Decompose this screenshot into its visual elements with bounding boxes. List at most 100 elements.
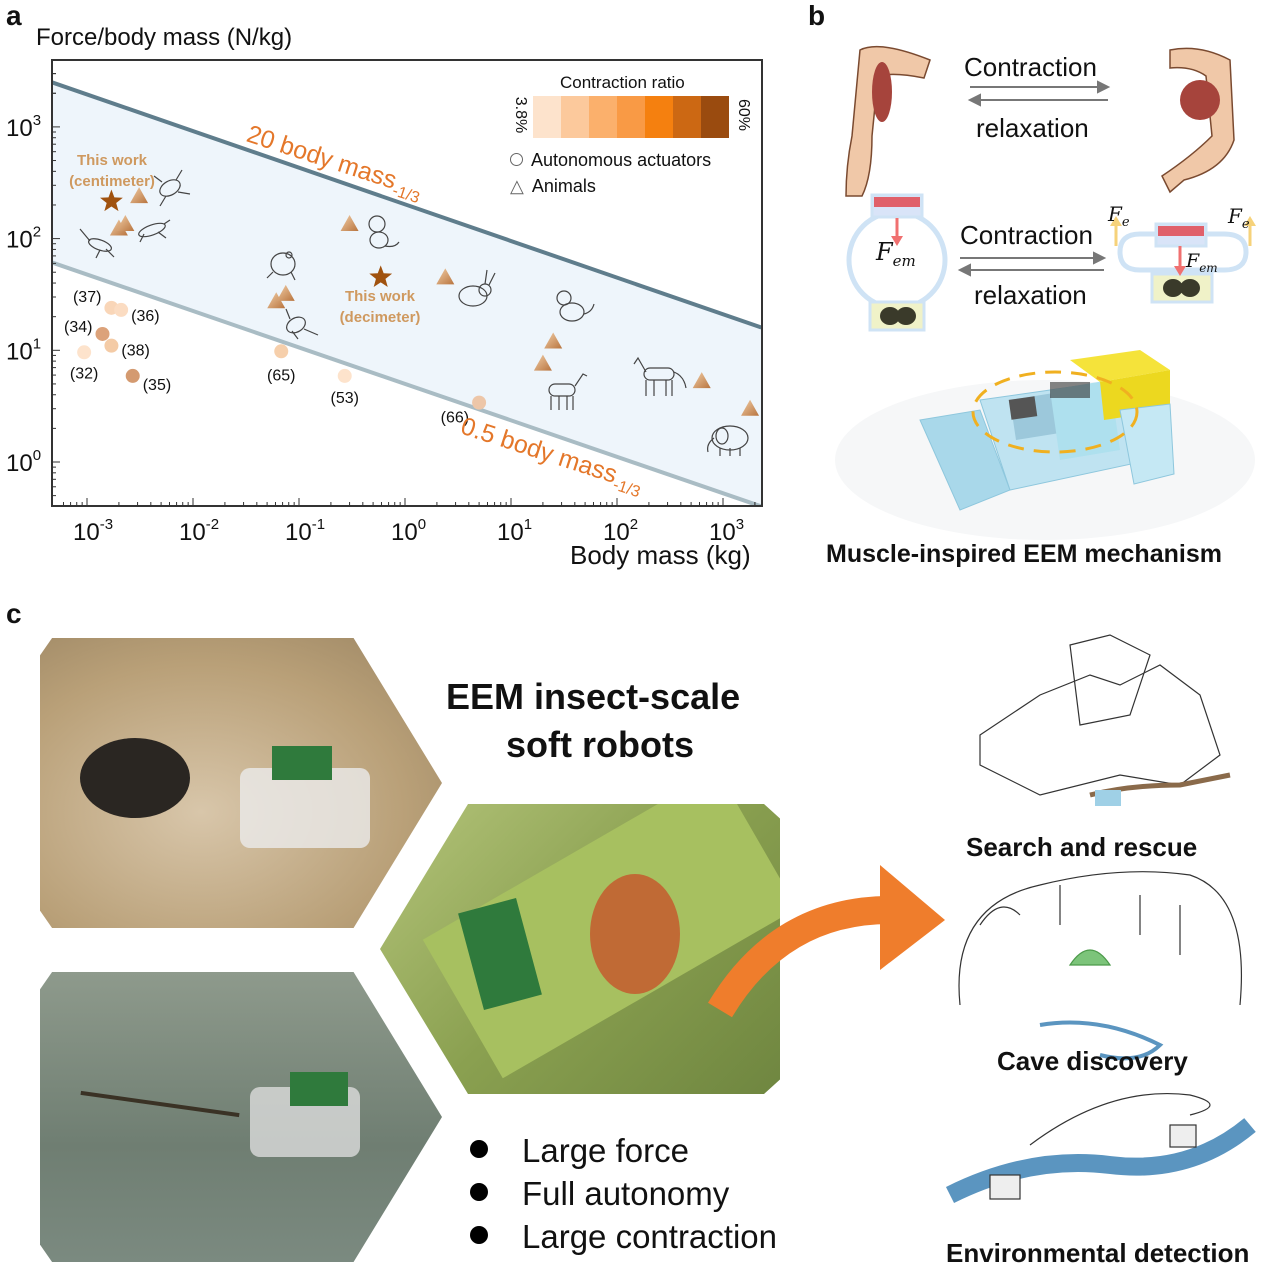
actuator-ref-label: (66) — [441, 410, 469, 427]
bullet-large-force: Large force — [470, 1132, 689, 1170]
actuator-ref-label: (36) — [131, 308, 159, 325]
y-tick-label: 100 — [6, 447, 41, 477]
app-environmental-detection: Environmental detection — [946, 1238, 1250, 1268]
actuator-ref-label: (35) — [143, 377, 171, 394]
animal-point — [533, 354, 552, 371]
mech-arrows-icon — [957, 251, 1107, 277]
beetle-icon — [153, 169, 191, 207]
bullet-dot-icon — [470, 1140, 488, 1159]
panel-letter-b: b — [808, 0, 826, 31]
animal-point — [116, 215, 135, 232]
f-e-left-label: Fe — [1108, 202, 1130, 230]
rabbit-icon — [458, 269, 496, 307]
colorbar-min-label: 3.8% — [512, 96, 530, 134]
animal-point — [436, 268, 455, 285]
arm-contraction-label: Contraction — [964, 52, 1097, 82]
relaxed-mechanism-icon — [846, 193, 948, 332]
elephant-icon — [707, 425, 749, 456]
mech-relaxation-label: relaxation — [974, 280, 1087, 310]
this-work-star — [369, 265, 393, 288]
upper-reference-line — [52, 80, 762, 330]
x-axis-label: Body mass (kg) — [570, 540, 751, 570]
river-sketch — [945, 1092, 1256, 1204]
colorbar-swatch — [533, 96, 561, 138]
triangle-marker-icon: △ — [510, 176, 524, 196]
lower-reference-line — [52, 260, 762, 506]
animal-point — [267, 292, 286, 309]
horse-icon — [633, 356, 687, 396]
robot-image — [240, 768, 370, 848]
bullet-dot-icon — [470, 1226, 488, 1245]
arm-relaxation-label: relaxation — [976, 113, 1089, 143]
this-work-star — [100, 189, 123, 212]
tarsier-icon — [368, 215, 400, 249]
actuator-point — [77, 345, 92, 360]
water-strider-image — [80, 1090, 240, 1118]
panel-letter-c: c — [6, 598, 22, 629]
bullet-large-contraction: Large contraction — [470, 1218, 777, 1256]
x-tick-label: 102 — [603, 516, 638, 545]
actuator-ref-label: (38) — [121, 343, 149, 360]
actuator-point — [125, 368, 140, 383]
x-tick-label: 10-2 — [179, 516, 219, 545]
x-tick-label: 101 — [497, 516, 532, 545]
f-em-left-label: Fem — [876, 238, 916, 270]
cave-sketch — [958, 871, 1243, 1061]
eem-mechanism-caption: Muscle-inspired EEM mechanism — [826, 540, 1222, 568]
photo-larva-and-robot — [380, 804, 780, 1094]
bullet-dot-icon — [470, 1183, 488, 1202]
actuator-ref-label: (34) — [64, 319, 92, 336]
photo-water-strider-and-robot — [40, 972, 442, 1262]
y-tick-label: 103 — [6, 112, 41, 142]
animal-point — [340, 215, 359, 232]
force-mass-chart: (37)(36)(34)(38)(32)(35)(65)(53)(66) 10-… — [6, 59, 763, 545]
bullet-full-autonomy: Full autonomy — [470, 1175, 729, 1213]
circle-marker-icon — [510, 153, 523, 166]
colorbar-swatch — [701, 96, 729, 138]
animal-point — [741, 399, 760, 416]
eem-device-render — [835, 350, 1255, 540]
app-search-and-rescue: Search and rescue — [966, 832, 1198, 862]
actuator-point — [274, 344, 289, 359]
applications-illustration — [945, 634, 1256, 1204]
this-work-decimeter-label: This work (decimeter) — [339, 288, 421, 326]
animal-silhouettes — [79, 169, 749, 456]
panel-c-title-line1: EEM insect-scale — [446, 676, 741, 717]
x-tick-label: 100 — [391, 516, 426, 545]
kangaroo-icon — [285, 308, 319, 340]
x-tick-label: 103 — [709, 516, 744, 545]
animal-point — [130, 187, 149, 204]
cricket-icon — [79, 228, 115, 259]
f-em-right-label: Fem — [1186, 250, 1218, 275]
photo-spider-and-robot — [40, 638, 442, 928]
actuator-point — [337, 368, 352, 383]
actuator-ref-label: (32) — [70, 365, 98, 382]
frog-icon — [266, 251, 296, 281]
contraction-colorbar — [533, 96, 729, 138]
jumping-spider-image — [80, 738, 190, 818]
y-axis-label: Force/body mass (N/kg) — [36, 24, 293, 51]
shaded-band — [52, 82, 762, 506]
curved-arrow-icon — [707, 865, 945, 1018]
this-work-centimeter-label: This work (centimeter) — [69, 152, 155, 190]
muscle-mechanism-illustration — [835, 45, 1256, 540]
actuator-ref-label: (65) — [267, 367, 295, 384]
actuator-ref-label: (37) — [73, 289, 101, 306]
actuator-point — [114, 302, 129, 317]
x-tick-label: 10-3 — [73, 516, 113, 545]
animal-point — [544, 332, 563, 349]
y-tick-label: 101 — [6, 335, 41, 365]
animal-point — [692, 372, 711, 389]
mech-contraction-label: Contraction — [960, 220, 1093, 250]
relaxed-arm-icon — [845, 45, 931, 197]
app-cave-discovery: Cave discovery — [997, 1046, 1188, 1076]
robot-circuit-board — [290, 1072, 348, 1106]
panel-letter-a: a — [6, 0, 22, 31]
dog-icon — [556, 290, 595, 322]
legend-item-actuators: Autonomous actuators — [510, 150, 711, 171]
actuator-point — [472, 395, 487, 410]
legend-item-animals: △Animals — [510, 176, 596, 196]
x-tick-label: 10-1 — [285, 516, 325, 545]
colorbar-swatch — [589, 96, 617, 138]
colorbar-title: Contraction ratio — [560, 73, 685, 92]
